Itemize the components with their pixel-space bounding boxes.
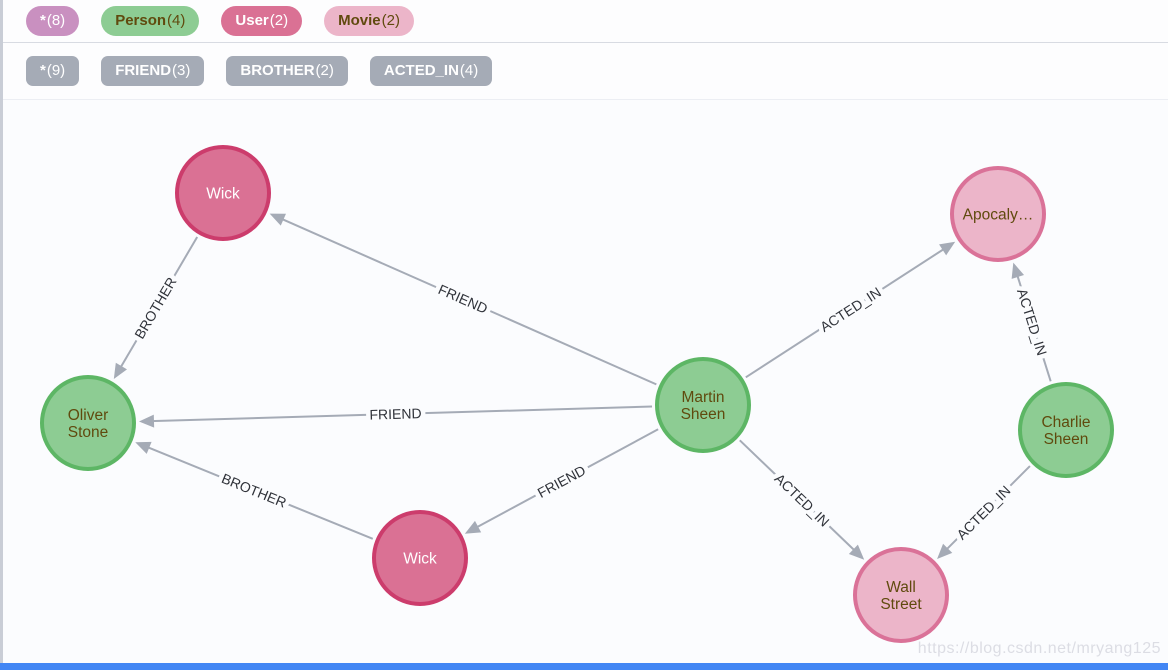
edge-arrowhead (113, 362, 128, 380)
panel-left-edge (0, 0, 3, 670)
edge-arrowhead (464, 520, 482, 534)
node-caption: Wall (886, 579, 916, 596)
node-caption: Sheen (681, 406, 726, 423)
node-label-pill-user[interactable]: User(2) (221, 6, 303, 36)
edge-arrowhead (138, 414, 155, 428)
edge-arrowhead (937, 543, 953, 559)
graph-legend-header: *(8)Person(4)User(2)Movie(2) *(9)FRIEND(… (0, 0, 1168, 100)
node-caption: Apocaly… (963, 206, 1034, 223)
edge-brother-wick-bottom-oliver-stone[interactable]: BROTHER (135, 441, 374, 540)
edge-acted_in-martin-sheen-wall-street[interactable]: ACTED_IN (739, 439, 865, 560)
edge-friend-martin-sheen-oliver-stone[interactable]: FRIEND (138, 401, 653, 428)
edge-label[interactable]: ACTED_IN (1010, 282, 1055, 362)
edge-acted_in-charlie-sheen-wall-street[interactable]: ACTED_IN (937, 465, 1031, 559)
node-caption: Oliver (68, 407, 108, 424)
node-caption: Street (880, 596, 922, 613)
pill-count: (2) (315, 62, 334, 79)
edge-line[interactable] (944, 465, 1031, 552)
node-labels-row: *(8)Person(4)User(2)Movie(2) (0, 0, 1168, 43)
edge-brother-wick-top-oliver-stone[interactable]: BROTHER (113, 236, 199, 380)
edge-arrowhead (848, 544, 865, 560)
pill-count: (2) (269, 12, 289, 29)
node-circle-person[interactable] (1018, 382, 1114, 478)
relationship-pill-friend[interactable]: FRIEND(3) (101, 56, 205, 86)
edge-line[interactable] (119, 236, 199, 370)
node-circle-person[interactable] (40, 375, 136, 471)
edge-line[interactable] (145, 445, 374, 540)
relationship-pill-acted-in[interactable]: ACTED_IN(4) (369, 56, 493, 86)
node-wick-bottom[interactable]: Wick (372, 510, 468, 606)
node-caption: Charlie (1041, 414, 1090, 431)
edge-arrowhead (939, 241, 956, 256)
edge-acted_in-martin-sheen-apocalypse[interactable]: ACTED_IN (745, 241, 956, 379)
pill-label: Person (115, 12, 167, 29)
edge-friend-martin-sheen-wick-top[interactable]: FRIEND (269, 213, 657, 386)
edge-arrowhead (135, 441, 152, 454)
pill-count: (9) (46, 62, 66, 79)
edge-line[interactable] (1015, 273, 1052, 382)
node-circle-user[interactable] (372, 510, 468, 606)
edge-line[interactable] (474, 428, 659, 529)
pill-label: Movie (338, 12, 381, 29)
node-caption: Sheen (1044, 431, 1089, 448)
edge-friend-martin-sheen-wick-bottom[interactable]: FRIEND (464, 428, 659, 534)
pill-label: FRIEND (115, 62, 172, 79)
node-caption: Wick (206, 185, 240, 202)
node-circle-user[interactable] (175, 145, 271, 241)
node-caption: Martin (681, 389, 724, 406)
edge-line[interactable] (280, 217, 657, 386)
edge-label[interactable]: BROTHER (215, 466, 293, 516)
node-label-pill-person[interactable]: Person(4) (101, 6, 200, 36)
pill-count: (4) (459, 62, 479, 79)
bottom-accent-bar (0, 663, 1168, 670)
pill-count: (2) (381, 12, 400, 29)
edge-label[interactable]: ACTED_IN (813, 279, 889, 339)
edge-arrowhead (1011, 262, 1025, 279)
pill-count: (4) (167, 12, 186, 29)
node-label-pill-all-nodes[interactable]: *(8) (26, 6, 80, 36)
edge-arrowhead (269, 213, 286, 226)
relationship-types-row: *(9) FRIEND(3) BROTHER(2) ACTED_IN(4) (0, 43, 1168, 99)
pill-count: (3) (172, 62, 191, 79)
pill-label: * (40, 12, 46, 29)
edge-label[interactable]: BROTHER (127, 270, 184, 346)
pill-count: (8) (46, 12, 66, 29)
edge-label[interactable]: FRIEND (530, 457, 592, 505)
pill-label: ACTED_IN (383, 62, 459, 79)
edge-label[interactable]: ACTED_IN (767, 466, 837, 534)
node-caption: Wick (403, 550, 437, 567)
node-circle-movie[interactable] (950, 166, 1046, 262)
edge-label[interactable]: FRIEND (365, 401, 427, 428)
pill-label: * (40, 62, 46, 79)
node-apocalypse[interactable]: Apocaly… (950, 166, 1046, 262)
relationship-pill-brother[interactable]: BROTHER(2) (226, 56, 348, 86)
edge-line[interactable] (745, 247, 946, 379)
edge-acted_in-charlie-sheen-apocalypse[interactable]: ACTED_IN (1010, 262, 1055, 382)
relationship-pill-all-relationships[interactable]: *(9) (26, 56, 80, 86)
edge-label[interactable]: FRIEND (431, 277, 494, 322)
edge-line[interactable] (150, 405, 653, 423)
node-wick-top[interactable]: Wick (175, 145, 271, 241)
node-circle-person[interactable] (655, 357, 751, 453)
edge-line[interactable] (739, 439, 857, 553)
node-caption: Stone (68, 424, 109, 441)
pill-label: User (235, 12, 269, 29)
pill-label: BROTHER (240, 62, 315, 79)
edge-label[interactable]: ACTED_IN (949, 478, 1018, 547)
node-circle-movie[interactable] (853, 547, 949, 643)
node-label-pill-movie[interactable]: Movie(2) (324, 6, 414, 36)
